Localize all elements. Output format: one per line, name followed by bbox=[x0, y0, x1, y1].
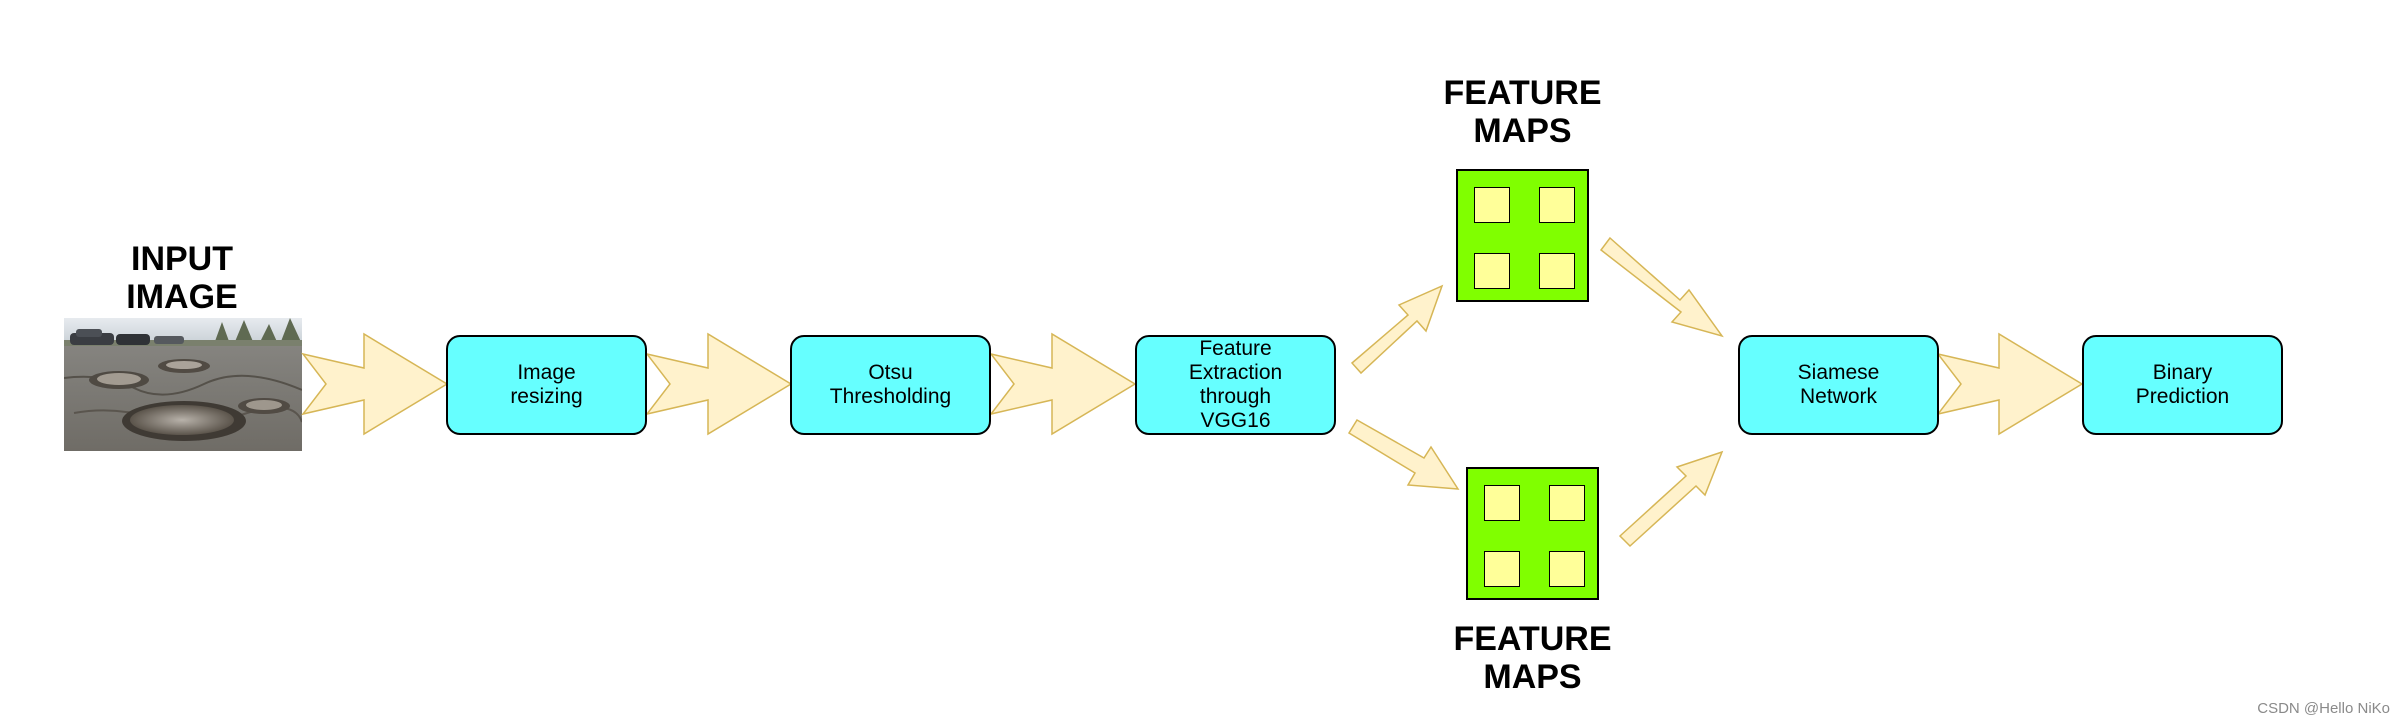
feature-map-top bbox=[1456, 169, 1589, 302]
input-image-photo bbox=[64, 318, 302, 451]
arrow-resize-to-otsu bbox=[645, 332, 793, 436]
step-label: Binary Prediction bbox=[2135, 361, 2230, 408]
arrow-siamese-to-prediction bbox=[1936, 332, 2084, 436]
watermark: CSDN @Hello NiKo bbox=[2257, 700, 2390, 717]
arrow-vgg-to-feature-map-top bbox=[1350, 284, 1444, 375]
step-siamese-network: Siamese Network bbox=[1738, 335, 1939, 435]
pothole-road-photo-icon bbox=[64, 318, 302, 451]
feature-maps-bottom-title: FEATURE MAPS bbox=[1453, 620, 1612, 696]
feature-cell bbox=[1549, 485, 1585, 521]
step-otsu-thresholding: Otsu Thresholding bbox=[790, 335, 991, 435]
step-feature-extraction-vgg16: Feature Extraction through VGG16 bbox=[1135, 335, 1336, 435]
arrow-vgg-to-feature-map-bottom bbox=[1347, 418, 1460, 490]
step-label: Feature Extraction through VGG16 bbox=[1188, 337, 1283, 432]
feature-cell bbox=[1484, 551, 1520, 587]
arrow-feature-map-top-to-siamese bbox=[1599, 236, 1724, 338]
feature-cell bbox=[1474, 253, 1510, 289]
input-image-title: INPUT IMAGE bbox=[126, 240, 238, 316]
step-label: Image resizing bbox=[510, 361, 583, 408]
arrow-input-to-resize bbox=[301, 332, 449, 436]
feature-cell bbox=[1484, 485, 1520, 521]
feature-cell bbox=[1539, 187, 1575, 223]
feature-maps-top-title: FEATURE MAPS bbox=[1443, 74, 1602, 150]
step-image-resizing: Image resizing bbox=[446, 335, 647, 435]
step-binary-prediction: Binary Prediction bbox=[2082, 335, 2283, 435]
feature-cell bbox=[1539, 253, 1575, 289]
step-label: Siamese Network bbox=[1797, 361, 1880, 408]
feature-cell bbox=[1549, 551, 1585, 587]
step-label: Otsu Thresholding bbox=[829, 361, 952, 408]
arrow-otsu-to-vgg bbox=[989, 332, 1137, 436]
arrow-feature-map-bottom-to-siamese bbox=[1618, 450, 1724, 548]
feature-cell bbox=[1474, 187, 1510, 223]
feature-map-bottom bbox=[1466, 467, 1599, 600]
